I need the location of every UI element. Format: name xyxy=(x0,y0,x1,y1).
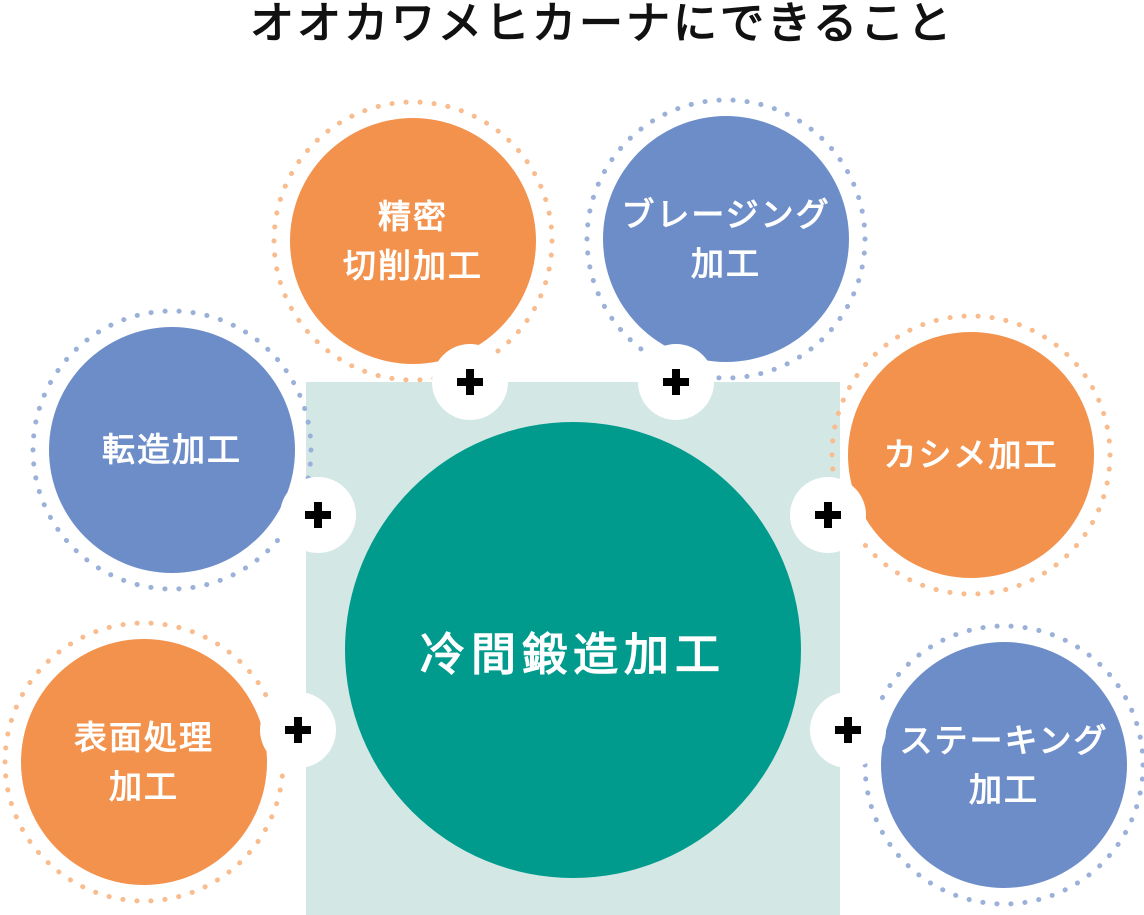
satellite-circle-graphic xyxy=(30,308,314,592)
satellite-brazing: ブレージング 加工 xyxy=(576,89,876,389)
satellite-label-line2: 加工 xyxy=(109,768,179,805)
satellite-label-line1: カシメ加工 xyxy=(883,436,1059,474)
plus-icon xyxy=(790,477,866,553)
circle-fill xyxy=(21,639,267,885)
satellite-staking: ステーキング 加工 xyxy=(854,615,1144,915)
plus-icon xyxy=(432,344,508,420)
circle-fill xyxy=(848,332,1094,578)
satellite-label-line1: ブレージング xyxy=(621,195,831,233)
satellite-label: 転造加工 xyxy=(49,327,295,573)
satellite-circle-graphic xyxy=(584,97,868,381)
satellite-label: 表面処理 加工 xyxy=(21,639,267,885)
satellite-label-line2: 加工 xyxy=(969,771,1039,808)
satellite-label: 精密 切削加工 xyxy=(290,118,536,364)
dotted-ring xyxy=(30,308,314,592)
plus-icon xyxy=(280,477,356,553)
satellite-precision-cutting: 精密 切削加工 xyxy=(263,91,563,391)
center-node-cold-forging: 冷間鍛造加工 xyxy=(345,422,801,878)
center-circle-graphic xyxy=(345,422,801,878)
satellite-thread-rolling: 転造加工 xyxy=(22,300,322,600)
dotted-ring xyxy=(271,99,555,383)
plus-icon xyxy=(260,692,336,768)
plus-connector-middle-right xyxy=(790,477,866,553)
satellite-label-line1: ステーキング xyxy=(899,721,1109,759)
satellite-label-line1: 転造加工 xyxy=(102,431,242,469)
satellite-label-line1: 表面処理 xyxy=(74,718,214,756)
dotted-ring xyxy=(584,97,868,381)
circle-fill xyxy=(603,116,849,362)
dotted-ring xyxy=(862,623,1144,907)
dotted-ring xyxy=(829,313,1113,597)
satellite-label: カシメ加工 xyxy=(848,332,1094,578)
center-label: 冷間鍛造加工 xyxy=(419,628,726,680)
page-title: オオカワメヒカーナにできること xyxy=(250,0,955,48)
plus-connector-top-left xyxy=(432,344,508,420)
satellite-label-line2: 切削加工 xyxy=(343,247,483,284)
circle-fill xyxy=(49,327,295,573)
satellite-crimping: カシメ加工 xyxy=(821,305,1121,605)
plus-icon xyxy=(638,344,714,420)
satellite-circle-graphic xyxy=(271,99,555,383)
satellite-circle-graphic xyxy=(829,313,1113,597)
plus-connector-middle-left xyxy=(280,477,356,553)
center-circle-fill xyxy=(345,422,801,878)
plus-icon xyxy=(810,692,886,768)
satellite-circle-graphic xyxy=(862,623,1144,907)
circle-fill xyxy=(881,642,1127,888)
satellite-label: ステーキング 加工 xyxy=(881,642,1127,888)
satellite-label-line2: 加工 xyxy=(691,245,761,282)
satellite-label: ブレージング 加工 xyxy=(603,116,849,362)
circle-fill xyxy=(290,118,536,364)
satellite-label-line1: 精密 xyxy=(378,197,448,235)
plus-connector-top-right xyxy=(638,344,714,420)
satellite-surface-treatment: 表面処理 加工 xyxy=(0,612,294,912)
plus-connector-bottom-right xyxy=(810,692,886,768)
plus-connector-bottom-left xyxy=(260,692,336,768)
